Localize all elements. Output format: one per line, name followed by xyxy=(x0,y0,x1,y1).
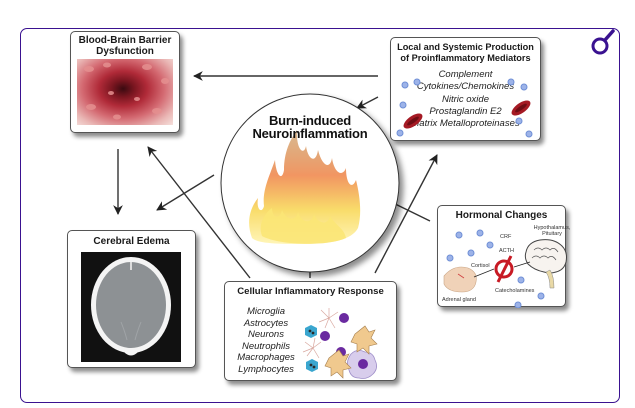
cerebral-edema-box: Cerebral Edema xyxy=(67,230,196,368)
cellular-list: Microglia Astrocytes Neurons Neutrophils… xyxy=(229,306,303,376)
arrow-cellular-to-bbb xyxy=(147,146,251,279)
cellular-response-box: Cellular Inflammatory Response Microglia… xyxy=(224,281,397,381)
cell-item: Neutrophils xyxy=(241,340,291,352)
brain-icon xyxy=(524,239,567,289)
cell-item: Astrocytes xyxy=(243,317,289,329)
adrenal-gland-icon xyxy=(443,266,477,293)
ct-scan-image xyxy=(81,252,181,362)
arrow-mediators-to-center xyxy=(356,96,379,109)
label-acth: ACTH xyxy=(499,248,514,254)
mediators-list: Complement Cytokines/Chemokines Nitric o… xyxy=(391,69,540,130)
mediators-title: Local and Systemic Production of Proinfl… xyxy=(391,42,540,64)
mediator-item: Matrix Metalloproteinases xyxy=(411,118,520,130)
edema-title: Cerebral Edema xyxy=(93,236,170,247)
mediator-item: Nitric oxide xyxy=(442,93,489,105)
label-catecholamines: Catecholamines xyxy=(495,288,535,294)
arrow-cellular-to-mediators xyxy=(374,154,438,274)
hormone-molecules xyxy=(446,229,545,308)
hormonal-illustration xyxy=(443,229,567,308)
bbb-title: Blood-Brain Barrier Dysfunction xyxy=(71,35,179,57)
blood-vessel-image xyxy=(77,59,173,125)
cell-item: Neurons xyxy=(248,329,284,341)
label-hypothalamus-line2: Pituitary xyxy=(542,231,562,237)
hormonal-title: Hormonal Changes xyxy=(455,210,548,221)
mediators-title-line1: Local and Systemic Production xyxy=(397,42,534,52)
center-title-line1: Burn-induced xyxy=(268,113,352,128)
cellular-title: Cellular Inflammatory Response xyxy=(237,286,384,297)
hormonal-changes-box: Hormonal Changes Hypothalamus, Pituitary… xyxy=(437,205,570,308)
label-hypothalamus-line1: Hypothalamus, xyxy=(533,225,571,231)
cells-illustration xyxy=(302,308,378,379)
bbb-dysfunction-box: Blood-Brain Barrier Dysfunction xyxy=(70,31,180,133)
label-cortisol: Cortisol xyxy=(471,263,490,269)
figure-frame xyxy=(20,28,620,403)
mediator-item: Prostaglandin E2 xyxy=(429,105,502,117)
bbb-title-line1: Blood-Brain Barrier xyxy=(78,35,172,46)
center-title: Burn-induced Neuroinflammation xyxy=(220,114,400,140)
cell-item: Lymphocytes xyxy=(238,363,294,375)
mediator-item: Complement xyxy=(438,69,493,80)
mediator-item: Cytokines/Chemokines xyxy=(416,81,515,93)
mediators-title-line2: of Proinflammatory Mediators xyxy=(400,53,531,63)
cell-item: Macrophages xyxy=(237,352,295,364)
label-hypothalamus: Hypothalamus, Pituitary xyxy=(532,225,572,237)
axis-symbol-icon xyxy=(494,255,514,283)
flame-icon xyxy=(249,130,361,244)
bbb-title-line2: Dysfunction xyxy=(96,46,154,57)
arrow-center-to-edema xyxy=(156,174,215,211)
center-title-line2: Neuroinflammation xyxy=(252,126,368,141)
microglia-icon xyxy=(324,325,378,379)
macrophage-icon xyxy=(347,350,377,379)
cell-item: Microglia xyxy=(246,306,285,317)
astrocyte-icon xyxy=(302,308,339,359)
label-adrenal-gland: Adrenal gland xyxy=(442,297,476,303)
label-crf: CRF xyxy=(500,234,512,240)
mediators-box: Local and Systemic Production of Proinfl… xyxy=(390,37,541,141)
